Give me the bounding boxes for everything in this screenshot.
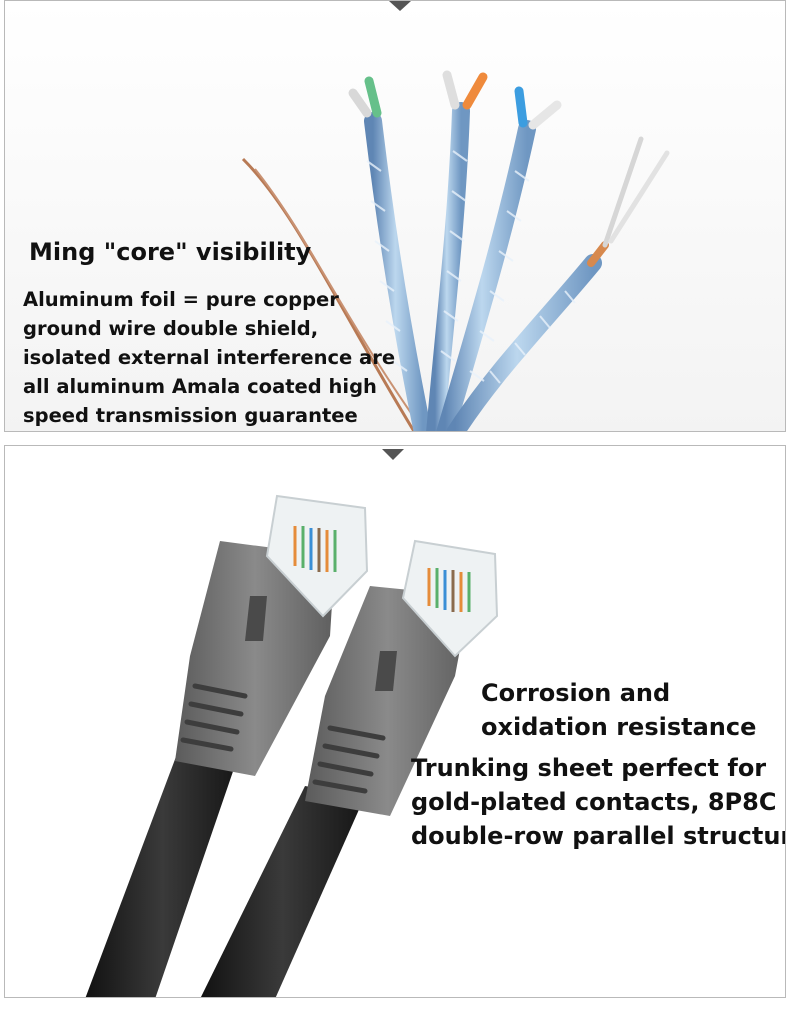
pointer-arrow-icon — [382, 449, 404, 460]
feature-text-line: oxidation resistance — [481, 713, 757, 741]
section-heading: Ming "core" visibility — [29, 238, 312, 266]
feature-text-line: all aluminum Amala coated high — [23, 375, 377, 398]
feature-text-line: ground wire double shield, — [23, 317, 319, 340]
feature-text-line: gold-plated contacts, 8P8C — [411, 788, 777, 816]
shielded-wires-panel: Ming "core" visibility Aluminum foil = p… — [4, 0, 786, 432]
feature-text-line: Aluminum foil = pure copper — [23, 288, 339, 311]
feature-text-line: speed transmission guarantee — [23, 404, 358, 427]
rj45-connectors-illustration — [5, 446, 785, 997]
pointer-arrow-icon — [389, 1, 411, 11]
feature-text-line: double-row parallel structur — [411, 822, 786, 850]
feature-text-line: Corrosion and — [481, 679, 671, 707]
rj45-connectors-panel: Corrosion and oxidation resistance Trunk… — [4, 445, 786, 998]
shielded-wires-illustration — [5, 1, 785, 431]
feature-text-line: isolated external interference are — [23, 346, 396, 369]
feature-text-line: Trunking sheet perfect for — [411, 754, 767, 782]
